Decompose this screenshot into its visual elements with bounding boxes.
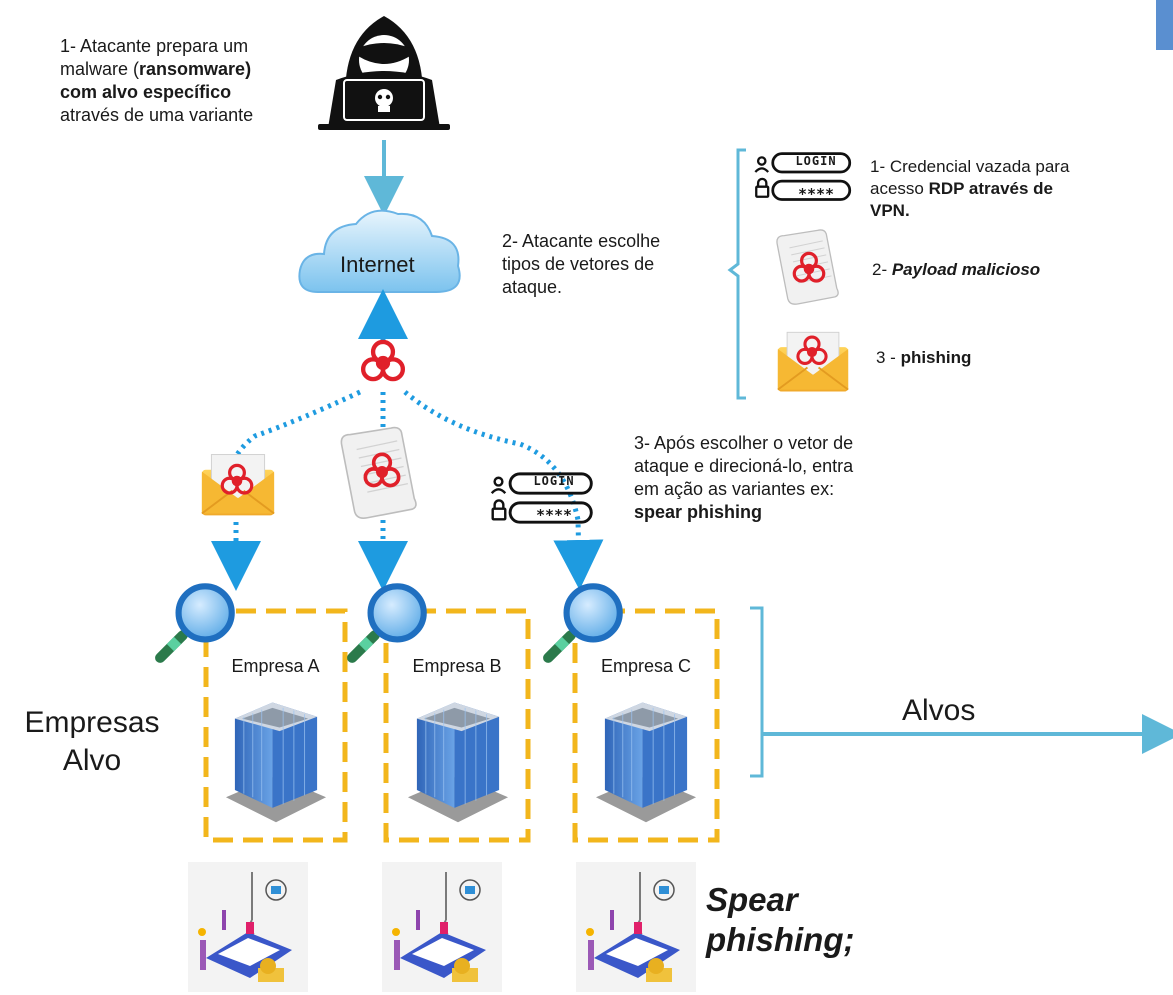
spear-phishing-illustration	[382, 862, 502, 992]
vector3-bold: phishing	[900, 348, 972, 367]
empresa-a-label: Empresa A	[231, 656, 320, 676]
cropped-laptop-icon	[1156, 0, 1173, 50]
vector2-text: 2- Payload malicioso	[872, 259, 1040, 281]
empresa-a-box	[203, 608, 348, 843]
hacker-icon	[318, 16, 450, 130]
vector1-text: 1- Credencial vazada para acesso RDP atr…	[870, 156, 1080, 222]
password-badge: ****	[797, 185, 835, 203]
empresa-c-box	[572, 608, 720, 843]
vector1-prefix: 1- Credencial vazada para acesso	[870, 157, 1070, 198]
login-badge: LOGIN	[795, 154, 837, 168]
vector-legend-bracket	[727, 148, 746, 400]
path-to-empresa-a	[227, 389, 362, 471]
targets-arrow-label: Alvos	[902, 694, 976, 727]
spear-phishing-illustration	[576, 862, 696, 992]
empresa-b-label: Empresa B	[412, 656, 502, 676]
targets-bracket	[750, 606, 770, 778]
vector3-text: 3 - phishing	[876, 347, 971, 369]
spear-phishing-caption: Spear phishing;	[706, 881, 855, 958]
step1-suffix: através de uma variante	[60, 105, 254, 125]
step3-bold: spear phishing	[634, 502, 763, 522]
empresa-b-box	[383, 608, 531, 843]
vector3-prefix: 3 -	[876, 348, 901, 367]
step1-text: 1- Atacante prepara um malware (ransomwa…	[60, 35, 290, 127]
targets-group-label: Empresas Alvo	[24, 706, 160, 777]
login-badge: LOGIN	[533, 474, 575, 488]
password-badge: ****	[535, 506, 573, 524]
magnifier-icon	[160, 586, 232, 658]
step2-text: 2- Atacante escolhe tipos de vetores de …	[502, 231, 661, 297]
vector2-prefix: 2-	[872, 260, 892, 279]
spear-phishing-illustration	[188, 862, 308, 992]
internet-label: Internet	[340, 252, 415, 277]
vector1-bold: RDP através de VPN.	[870, 179, 1054, 220]
biohazard-icon	[363, 342, 403, 379]
internet-cloud-icon	[298, 209, 461, 293]
building-icon	[595, 702, 697, 823]
step3-text: 3- Após escolher o vetor de ataque e dir…	[634, 432, 864, 524]
building-icon	[225, 702, 327, 823]
building-icon	[407, 702, 509, 823]
step3-prefix: 3- Após escolher o vetor de ataque e dir…	[634, 433, 854, 499]
empresa-c-label: Empresa C	[600, 656, 692, 676]
step1-bold: ransomware) com alvo específico	[60, 59, 252, 102]
magnifier-icon	[548, 586, 620, 658]
vector2-bold: Payload malicioso	[891, 260, 1041, 279]
step1-prefix: 1- Atacante prepara um malware (	[60, 36, 249, 79]
